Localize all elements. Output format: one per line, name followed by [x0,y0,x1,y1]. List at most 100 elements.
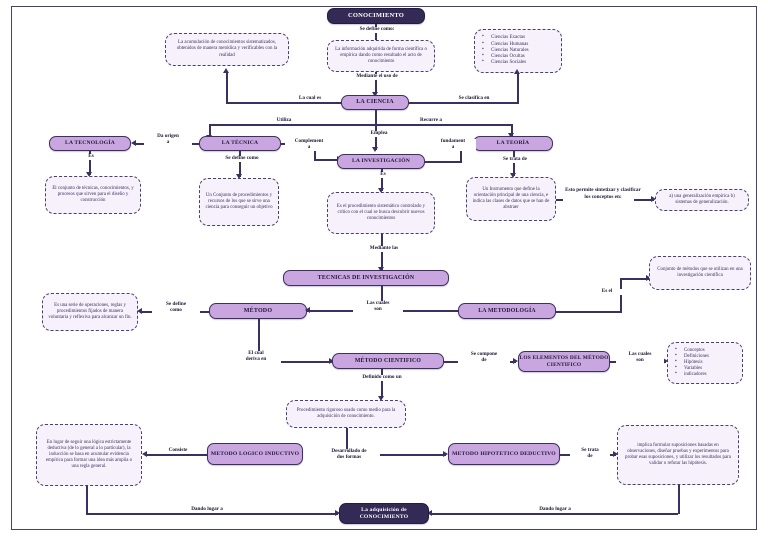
node-def-tecnologia[interactable]: El conjunto de técnicas, conocimientos, … [45,176,141,214]
edge-label-utiliza: Utiliza [262,117,306,124]
node-tecnicas-investigacion[interactable]: TECNICAS DE INVESTIGACIÓN [283,270,449,286]
arrowhead-up [514,69,520,74]
edge-lacuales-vert [226,72,228,104]
elementos-list: Conceptos Definiciones Hipótesis Variabl… [673,347,709,379]
edge-label-emplea: Emplea [357,130,401,137]
list-item: Ciencias Ocultas [482,53,529,60]
node-def-investigacion[interactable]: Es el procedimiento sistemático controla… [327,192,435,234]
arrowhead-right [651,196,656,202]
edge-fundamenta-vert [460,145,462,161]
edge-label-se-define-como-2: Se define como [213,155,271,162]
edge-right-to-adquisicion [430,513,678,515]
node-def-acumulacion[interactable]: La acumulación de conocimientos sistemat… [165,33,289,66]
node-def-metodologia[interactable]: Conjunto de métodos que se utilizan en u… [649,256,751,290]
list-item: indicadores [675,371,709,378]
edge-complementa-to-investigacion [314,159,339,161]
edge-label-fundamenta: fundament a [430,138,476,151]
edge-left-to-adquisicion [86,513,338,515]
edge-metodo-to-mc [258,361,332,363]
list-item: Ciencias Naturales [482,47,529,54]
node-conocimiento[interactable]: CONOCIMIENTO [327,8,425,24]
arrowhead-down [510,173,516,178]
edge-informacion-to-ciencia [375,72,377,94]
arrowhead-right [613,451,618,457]
arrowhead-right [513,358,518,364]
node-la-ciencia[interactable]: LA CIENCIA [341,95,409,110]
node-la-investigacion[interactable]: LA INVESTIGACIÓN [337,154,425,169]
edge-label-da-origen-a: Da origen a [144,133,192,146]
edge-metodo-down2 [258,319,260,361]
edge-to-generalizaciones [634,199,654,201]
node-def-tecnica[interactable]: Un Conjunto de procedimientos y recursos… [199,178,279,226]
edge-conocimiento-to-informacion [375,24,377,52]
edge-to-teoria-vert [511,124,513,136]
edge-label-es: Es [76,153,106,160]
node-la-tecnica[interactable]: LA TÉCNICA [199,136,281,151]
node-la-metodologia[interactable]: LA METODOLOGÍA [458,303,556,319]
edge-label-consiste: Consiste [157,447,199,454]
edge-label-la-cual-es: La cual es [283,95,337,102]
node-generalizaciones[interactable]: a) una generalización empírica b) sistem… [655,189,749,211]
edge-label-dando-lugar-a-der: Dando lugar a [524,506,586,513]
arrowhead-down [372,147,378,152]
arrowhead-up [223,68,229,73]
edge-ciencia-to-acumulacion [226,102,342,104]
edge-inductivo-to-def [145,454,207,456]
arrowhead-right [443,451,448,457]
node-la-tecnologia[interactable]: LA TECNOLOGÍA [49,136,131,151]
node-metodo-cientifico[interactable]: MÉTODO CIENTIFICO [332,353,444,369]
edge-label-las-cuales-son-2: Las cuales son [616,351,664,364]
edge-investigacion-right [425,161,462,163]
node-metodo-hipotetico-deductivo[interactable]: METODO HIPOTETICO DEDUCTIVO [448,443,560,465]
edge-label-mediante-el-uso-de: Mediante el uso de [339,73,415,80]
edge-investigacion-def-down [381,234,383,270]
node-def-metodo[interactable]: Es una serie de operaciones, reglas y pr… [42,293,138,331]
arrowhead-down [508,133,514,138]
arrowhead-down [372,92,378,97]
node-elementos-metodo-cientifico[interactable]: LOS ELEMENTOS DEL MÉTODO CIENTIFICO [518,351,610,372]
edge-ciencia-to-clasificacion [409,102,519,104]
node-clasificacion-ciencias[interactable]: Ciencias Exactas Ciencias Humanas Cienci… [474,29,562,73]
edge-label-desarrollado-de-dos-formas: Desarrollado de dos formas [315,448,383,461]
edge-label-se-compone-de: Se compone de [458,351,510,364]
edge-label-dando-lugar-a-izq: Dando lugar a [176,506,238,513]
list-item: Ciencias Humanas [482,41,529,48]
edge-es-el-to-def [620,278,649,280]
ciencias-list: Ciencias Exactas Ciencias Humanas Cienci… [480,34,529,66]
node-la-teoria[interactable]: LA TEORÍA [473,136,553,151]
arrowhead-left [137,308,142,314]
edge-tecnica-down [239,151,241,177]
node-metodo-logico-inductivo[interactable]: METODO LOGICO INDUCTIVO [207,443,303,465]
edge-label-se-define-como: Se define como: [344,26,410,33]
edge-teoria-down [513,151,515,176]
edge-tecnologia-down [89,151,91,175]
list-item: Variables [675,365,709,372]
edge-label-es-el: Es el [590,288,624,295]
list-item: Ciencias Sociales [482,59,529,66]
node-def-metodo-cientifico[interactable]: Procedimiento riguroso usado como medio … [286,400,406,428]
arrowhead-left [142,451,147,457]
node-def-deductivo[interactable]: implica formular suposiciones basadas en… [617,425,739,485]
node-def-inductivo[interactable]: En lugar de seguir una lógica estrictame… [36,424,142,486]
arrowhead-down [378,396,384,401]
edge-label-esto-permite: Esto permite sintetizar y clasificar los… [563,187,643,201]
node-def-informacion[interactable]: La información adquirida de forma cientí… [327,40,435,72]
edge-def-mc-down [346,428,348,454]
node-metodo[interactable]: MÉTODO [209,303,307,319]
node-adquisicion-conocimiento[interactable]: La adquisición de CONOCIMIENTO [339,503,429,524]
edge-label-el-cual-deriva-en: El cual deriva en [231,350,281,363]
node-elementos-lista[interactable]: Conceptos Definiciones Hipótesis Variabl… [667,342,743,384]
arrowhead-left [305,307,310,313]
edge-label-se-clasifica-en: Se clasifica en [443,95,505,102]
edge-label-se-trata-de-2: Se trata de [570,447,610,460]
arrowhead-right [646,275,651,281]
edge-label-las-cuales-son: Las cuales son [353,300,403,313]
edge-complementa-vert [314,143,316,160]
edge-ciencia-down [375,110,377,130]
arrowhead-left [427,510,432,516]
edge-to-tecnica-vert [209,124,211,138]
node-def-teoria[interactable]: Un Instrumento que define la orientación… [466,177,556,221]
edge-label-recurre-a: Recurre a [408,117,454,124]
arrowhead-down [378,267,384,272]
